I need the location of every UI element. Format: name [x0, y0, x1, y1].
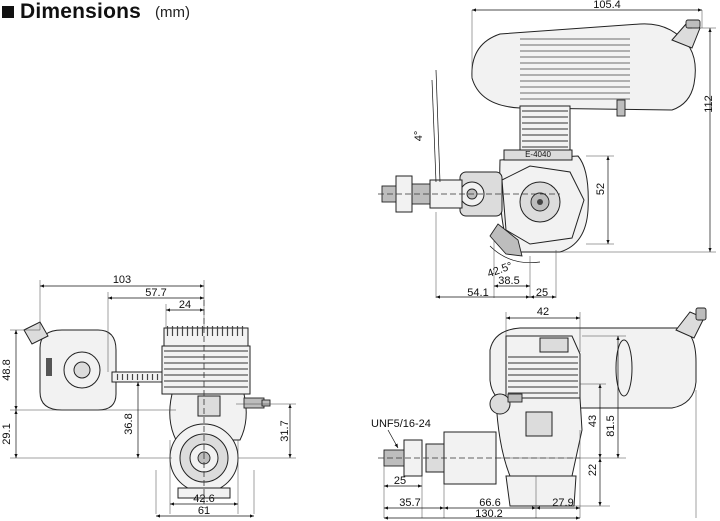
dim-24: 24	[179, 299, 191, 311]
front-view-dimensions: 103 57.7 24 48.8 29.1 36.8 31.7 42.6	[1, 274, 296, 518]
dim-57-7: 57.7	[145, 287, 166, 299]
dim-angle-4: 4°	[413, 131, 425, 142]
dim-43: 43	[587, 415, 599, 427]
dim-top-25: 25	[536, 287, 548, 299]
page-header: Dimensions (mm)	[0, 0, 190, 24]
dim-31-7: 31.7	[279, 420, 291, 441]
thread-label: UNF5/16-24	[371, 418, 431, 430]
dim-48-8: 48.8	[1, 359, 13, 380]
front-view: 103 57.7 24 48.8 29.1 36.8 31.7 42.6	[1, 274, 296, 518]
side-view-engine	[378, 307, 707, 507]
top-view: E-4040 105.4 112	[378, 0, 716, 299]
dim-side-42: 42	[537, 306, 549, 318]
dim-36-8: 36.8	[123, 413, 135, 434]
top-view-engine: E-4040	[378, 19, 701, 257]
model-label: E-4040	[525, 150, 551, 159]
dim-side-22: 22	[587, 464, 599, 476]
dim-side-25: 25	[394, 475, 406, 487]
dim-52: 52	[595, 183, 607, 195]
dim-103: 103	[113, 274, 131, 286]
dim-61: 61	[198, 505, 210, 517]
dim-27-9: 27.9	[552, 497, 573, 509]
dim-29-1: 29.1	[1, 423, 13, 444]
dim-42-6: 42.6	[193, 493, 214, 505]
dim-66-6: 66.6	[479, 497, 500, 509]
dim-130-2: 130.2	[475, 508, 503, 520]
dim-81-5: 81.5	[605, 415, 617, 436]
dim-54-1: 54.1	[467, 287, 488, 299]
dim-112: 112	[703, 95, 715, 113]
side-view-dimensions: UNF5/16-24 42 43 81.5 22 25 35.	[371, 306, 697, 520]
unit-label: (mm)	[155, 3, 191, 21]
bullet-square-icon	[2, 6, 14, 18]
front-view-engine	[23, 300, 271, 508]
side-view: UNF5/16-24 42 43 81.5 22 25 35.	[371, 306, 707, 520]
page-title: Dimensions	[20, 0, 142, 23]
dim-105-4: 105.4	[593, 0, 621, 11]
dim-38-5: 38.5	[498, 275, 519, 287]
dim-35-7: 35.7	[399, 497, 420, 509]
